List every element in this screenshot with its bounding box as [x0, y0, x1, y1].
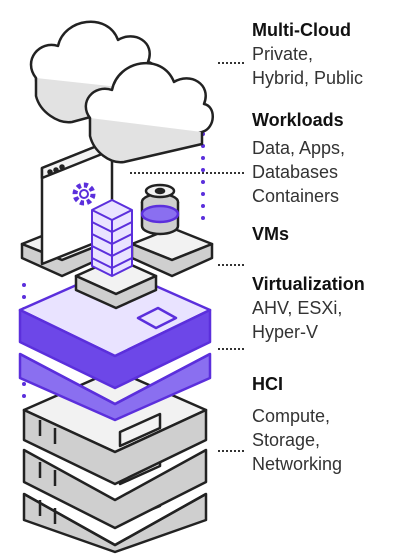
vms-leader [218, 264, 244, 266]
workloads-cluster [40, 138, 180, 277]
gear-icon [72, 182, 96, 206]
hci-line-1: Compute, [252, 406, 331, 426]
database-icon [140, 183, 180, 236]
hci-leader [218, 450, 244, 452]
cloud-front-icon [84, 61, 214, 164]
workloads-title: Workloads [252, 110, 344, 130]
virtualization-title: Virtualization [252, 274, 365, 294]
workloads-line-1: Data, Apps, [252, 138, 346, 158]
virtualization-line-2: Hyper-V [252, 322, 319, 342]
vm-box-right [130, 226, 214, 278]
virtualization-label: Virtualization AHV, ESXi, Hyper-V [252, 272, 365, 344]
hci-stack-illustration [18, 20, 214, 554]
multicloud-label: Multi-Cloud Private, Hybrid, Public [252, 18, 363, 90]
vms-title: VMs [252, 224, 290, 244]
multicloud-line-1: Private, [252, 44, 314, 64]
virtualization-layer [18, 266, 212, 422]
hci-title: HCI [252, 374, 283, 394]
vms-label: VMs [252, 222, 289, 246]
multicloud-leader [218, 62, 244, 64]
multicloud-line-2: Hybrid, Public [252, 68, 364, 88]
hci-label: HCI Compute, Storage, Networking [252, 372, 342, 476]
virtualization-leader [218, 348, 244, 350]
workloads-line-3: Containers [252, 186, 340, 206]
virtualization-slab-bottom [18, 352, 212, 422]
workloads-line-2: Databases [252, 162, 339, 182]
virtualization-slab-top [18, 266, 212, 390]
hci-line-2: Storage, [252, 430, 321, 450]
virtualization-line-1: AHV, ESXi, [252, 298, 343, 318]
cloud-icons [29, 20, 214, 164]
hci-server-stack [22, 368, 208, 554]
multicloud-title: Multi-Cloud [252, 20, 351, 40]
hci-line-3: Networking [252, 454, 343, 474]
container-stack-icon [91, 199, 133, 277]
workloads-leader [130, 172, 244, 174]
workloads-label: Workloads Data, Apps, Databases Containe… [252, 108, 345, 208]
